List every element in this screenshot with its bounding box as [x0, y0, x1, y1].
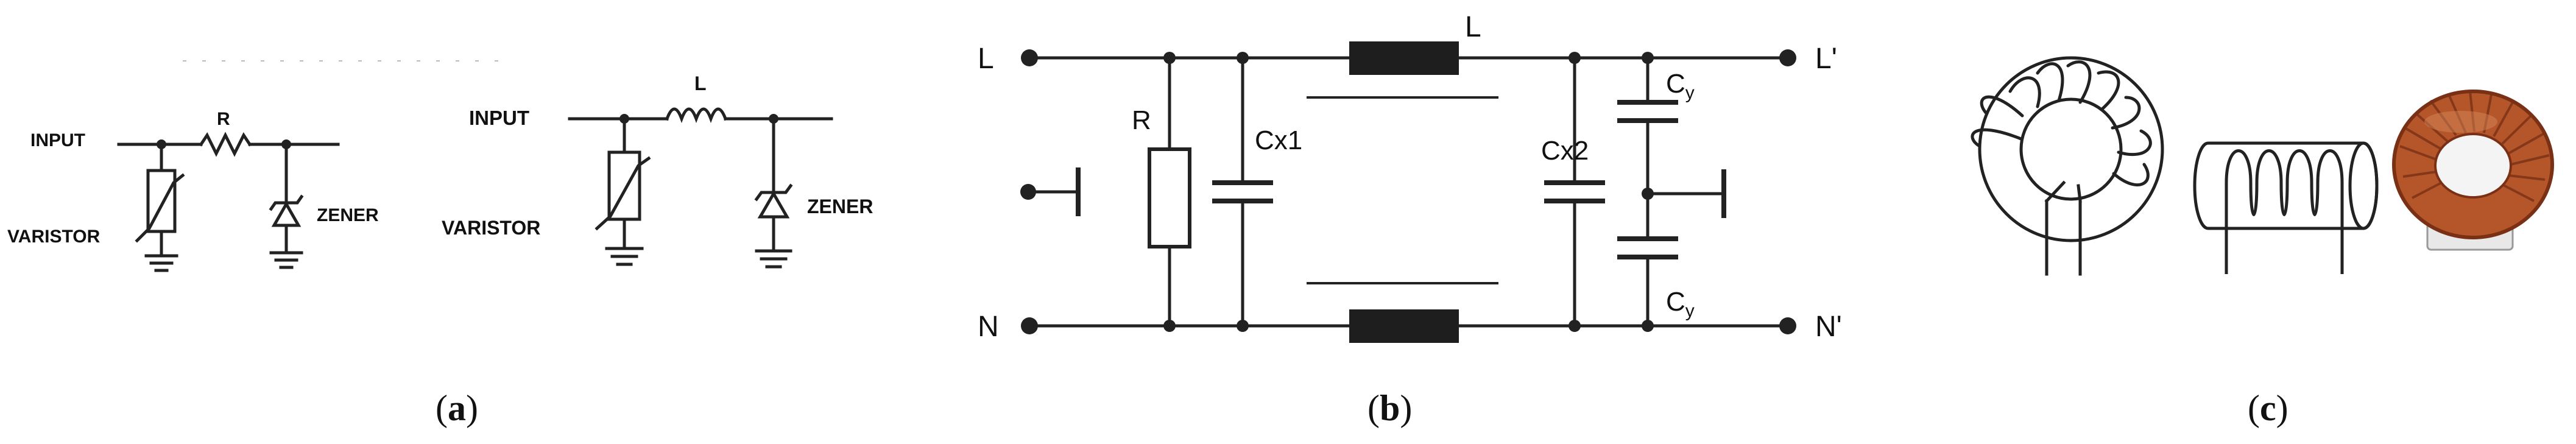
caption-a: (a) [436, 388, 478, 428]
terminal-n [1021, 317, 1038, 334]
cx1-label: Cx1 [1255, 125, 1302, 155]
zener-label: ZENER [807, 196, 873, 217]
cx2-label: Cx2 [1541, 136, 1589, 166]
panel-b: L N L' N' L R Cx1 Cx2 [978, 11, 1842, 428]
panel-a-lc-circuit: INPUT L VARISTOR [442, 72, 873, 269]
terminal-l [1021, 49, 1038, 66]
terminal-n-prime-label: N' [1815, 311, 1842, 343]
caption-b: (b) [1367, 388, 1412, 428]
line-inductor-icon [1349, 41, 1459, 75]
copper-toroid-photo [2392, 90, 2554, 251]
resistor-label: R [217, 109, 230, 129]
terminal-n-label: N [978, 311, 999, 343]
panel-a-rc-circuit: INPUT R VARISTOR [7, 109, 379, 272]
input-label: INPUT [30, 130, 85, 150]
terminal-n-prime [1779, 317, 1796, 334]
inductor-label: L [1465, 11, 1481, 43]
varistor-label: VARISTOR [7, 227, 101, 247]
toroidal-choke-icon [1971, 56, 2164, 276]
zener-diode-icon [269, 194, 304, 227]
neutral-inductor-icon [1349, 309, 1459, 343]
input-label: INPUT [469, 107, 529, 129]
inductor-label: L [694, 72, 707, 94]
resistor-label: R [1132, 105, 1151, 135]
varistor-label: VARISTOR [442, 217, 540, 239]
zener-label: ZENER [317, 205, 379, 225]
panel-c: (c) [1971, 56, 2554, 428]
terminal-l-prime [1779, 49, 1796, 66]
caption-c: (c) [2248, 388, 2288, 428]
panel-a: INPUT R VARISTOR [7, 60, 873, 428]
rod-core-inductor-icon [2193, 141, 2379, 274]
cy-top-label: Cy [1666, 69, 1695, 103]
cy-bottom-label: Cy [1666, 287, 1695, 321]
inductor-icon [665, 107, 728, 124]
terminal-l-label: L [978, 43, 994, 75]
resistor-icon [1148, 147, 1191, 248]
terminal-l-prime-label: L' [1815, 43, 1837, 75]
